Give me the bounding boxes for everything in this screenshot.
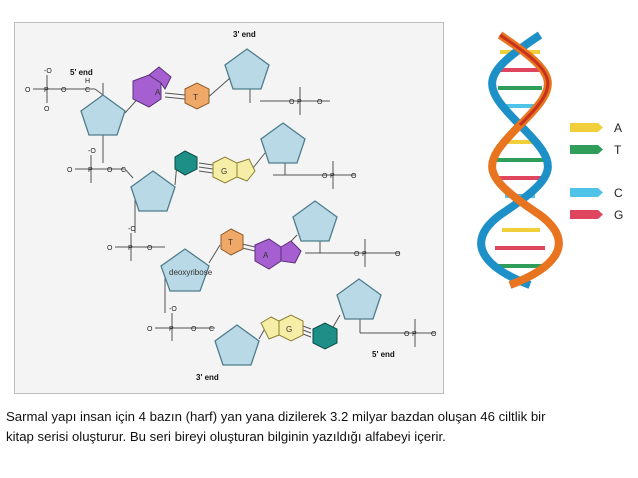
svg-text:P: P (412, 331, 417, 338)
svg-text:O: O (289, 99, 295, 106)
end-label-3-top: 3' end (233, 30, 256, 39)
svg-text:-O: -O (88, 148, 96, 155)
svg-text:P: P (362, 251, 367, 258)
sugar-ring (130, 170, 176, 212)
svg-text:O: O (61, 87, 67, 94)
caption-line-2: kitap serisi oluşturur. Bu seri bireyi o… (6, 429, 446, 444)
sugar-ring (224, 48, 270, 90)
base-label-thymine: T (193, 93, 198, 102)
svg-text:O: O (25, 87, 31, 94)
svg-text:O: O (351, 173, 357, 180)
helix-legend: A T C G (570, 121, 623, 222)
dna-structure-svg: .ring{fill:#b9d9e6;stroke:#4f7d8c;stroke… (25, 30, 437, 382)
svg-text:O: O (191, 326, 197, 333)
svg-text:O: O (44, 106, 50, 113)
cytosine-base (312, 322, 338, 350)
svg-text:O: O (431, 331, 437, 338)
sugar-ring (260, 122, 306, 164)
base-label-guanine: G (221, 167, 227, 176)
legend-label-t: T (614, 143, 622, 157)
svg-text:O: O (147, 245, 153, 252)
svg-text:O: O (107, 167, 113, 174)
sugar-ring (160, 248, 210, 292)
svg-text:H: H (85, 78, 90, 85)
cytosine-base (174, 150, 198, 176)
sugar-ring (292, 200, 338, 242)
svg-text:P: P (297, 99, 302, 106)
end-label-3-bottom: 3' end (196, 373, 219, 382)
sugar-ring (80, 94, 126, 136)
thymine-base (220, 228, 244, 256)
svg-text:O: O (404, 331, 410, 338)
guanine-base-ring (236, 158, 256, 182)
legend-label-c: C (614, 186, 623, 200)
svg-text:P: P (169, 326, 174, 333)
svg-text:O: O (147, 326, 153, 333)
svg-text:O: O (67, 167, 73, 174)
base-label-adenine: A (263, 251, 269, 260)
svg-text:P: P (330, 173, 335, 180)
helix-svg: A T C G (477, 31, 623, 289)
svg-text:O: O (354, 251, 360, 258)
svg-text:C: C (121, 167, 126, 174)
thymine-base (184, 82, 210, 110)
svg-text:C: C (85, 87, 90, 94)
svg-text:C: C (209, 326, 214, 333)
base-label-thymine: T (228, 238, 233, 247)
svg-text:O: O (395, 251, 401, 258)
svg-text:-O: -O (128, 226, 136, 233)
svg-text:-O: -O (44, 68, 52, 75)
base-label-guanine: G (286, 325, 292, 334)
end-label-5-left: 5' end (70, 68, 93, 77)
guanine-base-ring (260, 316, 280, 340)
sugar-ring (214, 324, 260, 366)
legend-label-g: G (614, 208, 623, 222)
atom-labels: O P -O O O C H O P -O O C O P -O O O P -… (25, 68, 437, 338)
svg-text:O: O (322, 173, 328, 180)
base-label-adenine: A (155, 88, 161, 97)
sugar-label: deoxyribose (169, 268, 213, 277)
sugar-ring (336, 278, 382, 320)
legend-label-a: A (614, 121, 622, 135)
svg-text:P: P (44, 87, 49, 94)
caption-line-1: Sarmal yapı insan için 4 bazın (harf) ya… (6, 409, 546, 424)
dna-structure-diagram: .ring{fill:#b9d9e6;stroke:#4f7d8c;stroke… (14, 22, 444, 394)
caption-text: Sarmal yapı insan için 4 bazın (harf) ya… (6, 407, 632, 447)
svg-text:O: O (317, 99, 323, 106)
adenine-base-ring (280, 240, 302, 264)
end-label-5-right: 5' end (372, 350, 395, 359)
adenine-base-ring (148, 66, 172, 90)
svg-text:P: P (88, 167, 93, 174)
svg-text:-O: -O (169, 306, 177, 313)
svg-text:O: O (107, 245, 113, 252)
double-helix-illustration: A T C G (470, 30, 630, 290)
svg-text:P: P (128, 245, 133, 252)
